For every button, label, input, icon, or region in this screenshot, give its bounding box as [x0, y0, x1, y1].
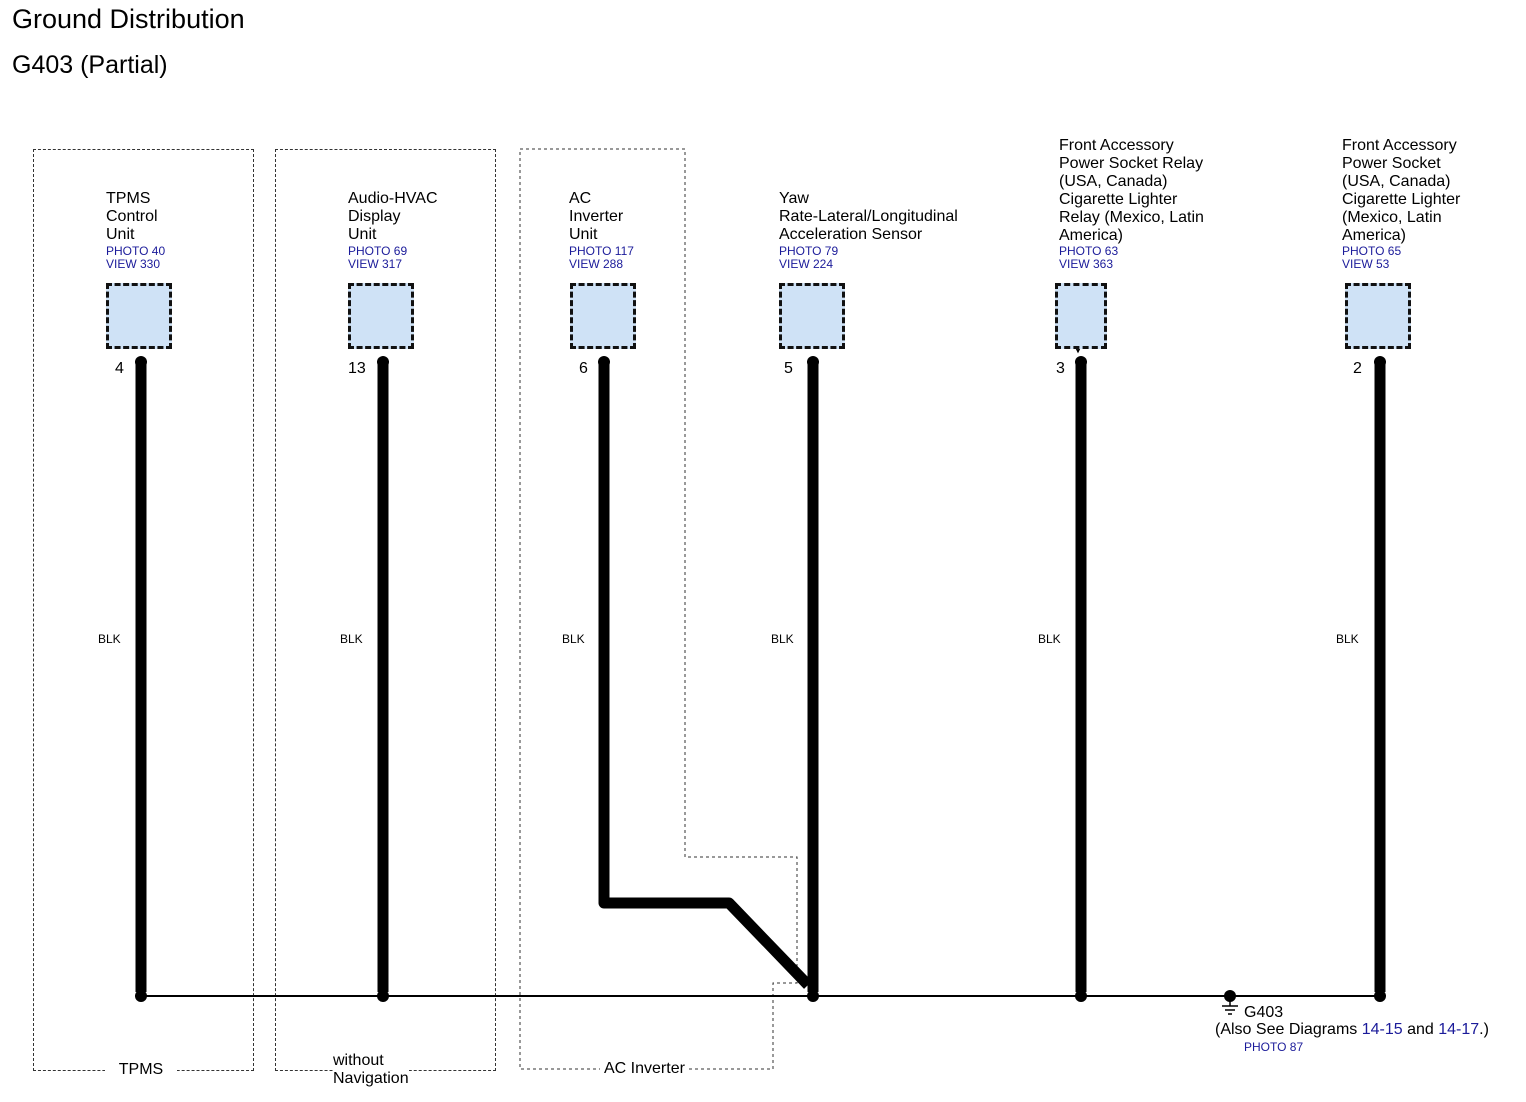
wire-color-label: BLK — [771, 632, 794, 646]
option-label-without-navigation: without Navigation — [333, 1052, 409, 1088]
wire-color-label: BLK — [340, 632, 363, 646]
wire-color-label: BLK — [1336, 632, 1359, 646]
connector-power-socket — [1345, 283, 1411, 349]
pin-cap — [1075, 356, 1087, 368]
view-ref[interactable]: VIEW 224 — [779, 257, 834, 271]
component-label-accessory-relay: Front Accessory Power Socket Relay (USA,… — [1059, 137, 1204, 244]
splice-dot — [807, 990, 819, 1002]
component-label-power-socket: Front Accessory Power Socket (USA, Canad… — [1342, 137, 1461, 244]
pin-cap — [807, 356, 819, 368]
option-label-ac-inverter: AC Inverter — [600, 1060, 689, 1078]
component-label-ac-inverter: AC Inverter Unit — [569, 190, 624, 243]
ground-photo-ref[interactable]: PHOTO 87 — [1244, 1040, 1304, 1054]
pin-number: 2 — [1353, 360, 1362, 377]
diagram-link-14-17[interactable]: 14-17 — [1438, 1021, 1480, 1038]
splice-dot — [1075, 990, 1087, 1002]
connector-ac-inverter — [570, 283, 636, 349]
connector-audio-hvac — [348, 283, 414, 349]
pin-cap — [598, 356, 610, 368]
wire-color-label: BLK — [1038, 632, 1061, 646]
view-ref[interactable]: VIEW 288 — [569, 257, 624, 271]
ground-symbol-icon — [1222, 996, 1238, 1015]
splice-dot — [135, 990, 147, 1002]
photo-ref[interactable]: PHOTO 79 — [779, 244, 839, 258]
photo-ref[interactable]: PHOTO 63 — [1059, 244, 1119, 258]
photo-ref[interactable]: PHOTO 65 — [1342, 244, 1402, 258]
pin-number: 4 — [115, 360, 124, 377]
wire-color-label: BLK — [98, 632, 121, 646]
component-label-yaw-sensor: Yaw Rate-Lateral/Longitudinal Accelerati… — [779, 190, 958, 243]
pin-cap — [377, 356, 389, 368]
splice-dot — [1374, 990, 1386, 1002]
pin-cap — [1374, 356, 1386, 368]
view-ref[interactable]: VIEW 363 — [1059, 257, 1114, 271]
option-label-tpms: TPMS — [105, 1061, 177, 1079]
ground-name: G403 — [1244, 1004, 1284, 1021]
pin-cap — [135, 356, 147, 368]
pin-number: 6 — [579, 360, 588, 377]
view-ref[interactable]: VIEW 330 — [106, 257, 161, 271]
wire-ac-inverter — [598, 362, 812, 989]
connector-tpms — [106, 283, 172, 349]
pin-number: 3 — [1056, 360, 1065, 377]
option-box-ac-inverter — [519, 148, 798, 1070]
wire-color-label: BLK — [562, 632, 585, 646]
photo-ref[interactable]: PHOTO 40 — [106, 244, 166, 258]
view-ref[interactable]: VIEW 317 — [348, 257, 403, 271]
component-label-tpms: TPMS Control Unit — [106, 190, 158, 243]
page-subtitle: G403 (Partial) — [12, 51, 168, 79]
component-label-audio-hvac: Audio-HVAC Display Unit — [348, 190, 438, 243]
photo-ref[interactable]: PHOTO 117 — [569, 244, 634, 258]
page-title: Ground Distribution — [12, 4, 245, 34]
splice-dot — [377, 990, 389, 1002]
pin-number: 5 — [784, 360, 793, 377]
view-ref[interactable]: VIEW 53 — [1342, 257, 1390, 271]
connector-yaw-sensor — [779, 283, 845, 349]
diagram-link-14-15[interactable]: 14-15 — [1361, 1021, 1403, 1038]
ground-see-also-note: (Also See Diagrams 14-15 and 14-17.) — [1215, 1021, 1489, 1038]
photo-ref[interactable]: PHOTO 69 — [348, 244, 408, 258]
pin-number: 13 — [348, 360, 366, 377]
connector-accessory-relay — [1055, 283, 1107, 349]
